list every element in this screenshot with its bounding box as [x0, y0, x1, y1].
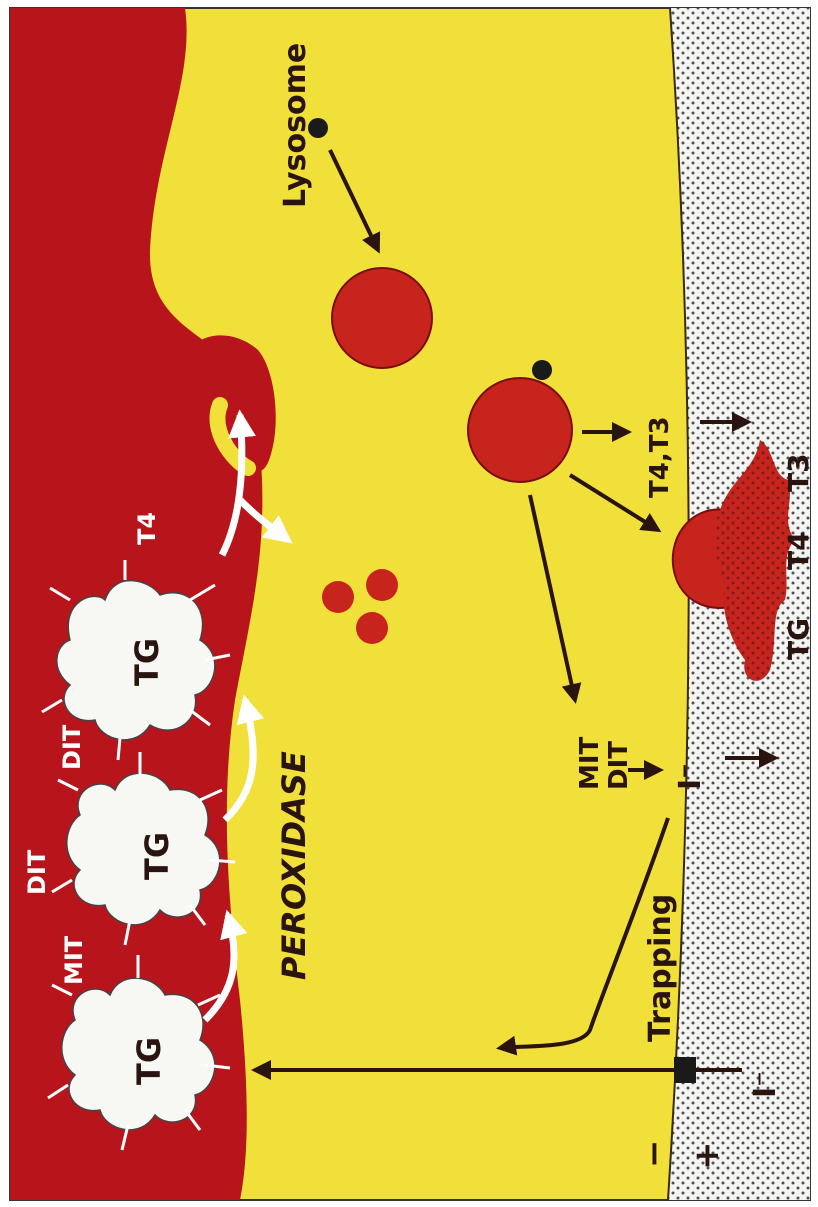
mit-label-colloid: MIT — [60, 935, 88, 985]
thyroglobulin-top — [41, 560, 231, 761]
thyroglobulin-bottom — [47, 955, 231, 1151]
t4-label-blood: T4 — [782, 531, 815, 570]
tg-label-bottom: TG — [130, 1037, 168, 1085]
thyroglobulin-middle — [51, 752, 236, 946]
peroxidase-label: PEROXIDASE — [275, 751, 313, 980]
lysosome-dot — [308, 118, 328, 138]
iodide-label-blood: I⁻ — [748, 1071, 783, 1098]
membrane-plus-sign: + — [687, 1142, 727, 1171]
dit-label-colloid-2: DIT — [23, 849, 51, 895]
lysosome-label: Lysosome — [278, 43, 313, 208]
vesicle-to-exocytosis-arrow — [568, 473, 662, 533]
endocytosis-arrow — [218, 409, 256, 557]
tg-label-middle: TG — [138, 832, 176, 880]
colloid-droplet — [356, 612, 388, 644]
colloid-droplet — [322, 581, 354, 613]
lysosome-arrow — [328, 149, 381, 254]
iodide-pump — [674, 1057, 696, 1083]
iodide-recycle-arrow — [496, 817, 670, 1056]
iodide-label-cell: I⁻ — [673, 763, 708, 790]
dit-label-cell: DIT — [604, 741, 634, 790]
dit-label-colloid-1: DIT — [58, 724, 86, 770]
lysosome-dot-fused — [532, 360, 552, 380]
t4-label-colloid: T4 — [133, 512, 161, 545]
trapping-label: Trapping — [643, 894, 678, 1042]
membrane-minus-sign: − — [634, 1140, 674, 1169]
mit-label-cell: MIT — [575, 736, 605, 790]
t4-t3-label: T4,T3 — [645, 416, 675, 498]
tg-label-blood: TG — [782, 618, 815, 660]
tg-label-top: TG — [128, 638, 166, 686]
endocytosis-arrow-branch — [237, 497, 293, 544]
deiodination-arrow — [528, 494, 582, 704]
phagolysosome — [467, 377, 573, 483]
t3-label-blood: T3 — [782, 453, 815, 492]
colloid-droplet — [366, 569, 398, 601]
iodination-arrow-2 — [202, 909, 248, 1023]
iodination-arrow-1 — [222, 694, 265, 823]
endocytic-vesicle — [331, 267, 433, 369]
